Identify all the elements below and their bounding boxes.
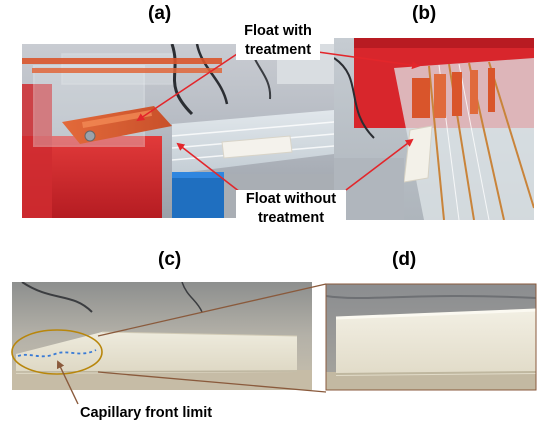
panel-label-d: (d)	[392, 249, 417, 270]
callout-capillary-front-limit: Capillary front limit	[80, 405, 213, 421]
callout-float-with-treatment: Float with treatment	[236, 22, 320, 60]
callout-float-without-treatment-line1: Float without	[245, 191, 337, 207]
callout-float-without-treatment: Float without treatment	[236, 190, 346, 228]
photo-b-channels	[334, 38, 534, 220]
callout-float-with-treatment-line1: Float with	[244, 23, 312, 39]
panel-label-a: (a)	[148, 3, 172, 24]
panel-label-c: (c)	[158, 249, 182, 270]
photo-d-float-closeup	[326, 284, 536, 390]
panel-label-b: (b)	[412, 3, 437, 24]
callout-float-with-treatment-line2: treatment	[244, 42, 312, 58]
photo-c-float-side-view	[12, 282, 312, 390]
callout-float-without-treatment-line2: treatment	[257, 210, 325, 226]
